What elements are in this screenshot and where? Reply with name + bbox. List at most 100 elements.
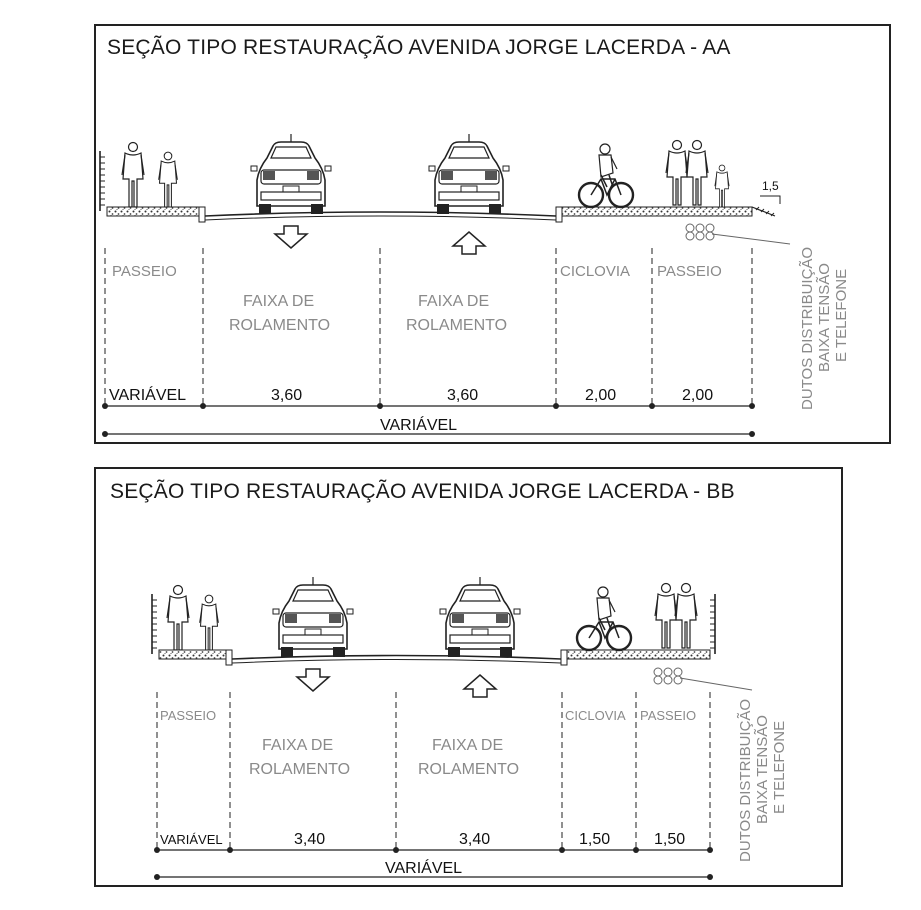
dim-passeio-left: VARIÁVEL bbox=[109, 385, 186, 404]
dimension-tick bbox=[633, 847, 639, 853]
faixa-right-label-line1: FAIXA DE bbox=[418, 293, 489, 310]
slope-indicator bbox=[760, 195, 781, 204]
dim-passeio-left: VARIÁVEL bbox=[160, 832, 223, 847]
pedestrian-icon bbox=[685, 139, 709, 206]
traffic-direction-up-icon bbox=[463, 674, 497, 698]
section-aa-title: SEÇÃO TIPO RESTAURAÇÃO AVENIDA JORGE LAC… bbox=[107, 36, 731, 59]
dim-ciclovia: 2,00 bbox=[585, 387, 616, 404]
ducts-label-line2: BAIXA TENSÃO bbox=[816, 263, 833, 372]
ducts-icon bbox=[653, 667, 683, 685]
dimension-tick bbox=[154, 847, 160, 853]
dimension-tick bbox=[200, 403, 206, 409]
ducts-annotation: DUTOS DISTRIBUIÇÃO BAIXA TENSÃO E TELEFO… bbox=[737, 699, 788, 862]
road-base bbox=[231, 659, 562, 664]
faixa-right-label-line2: ROLAMENTO bbox=[406, 317, 507, 334]
ducts-label-line2: BAIXA TENSÃO bbox=[754, 715, 771, 824]
cyclist-icon bbox=[575, 585, 633, 652]
passeio-left-label: PASSEIO bbox=[160, 708, 216, 723]
dimension-tick bbox=[749, 431, 755, 437]
dim-faixa-left: 3,40 bbox=[294, 831, 325, 848]
section-bb-drawing: DUTOS DISTRIBUIÇÃO BAIXA TENSÃO E TELEFO… bbox=[151, 576, 788, 880]
ducts-leader bbox=[711, 233, 791, 245]
sidewalk-left bbox=[106, 206, 204, 217]
section-aa-drawing: 1,5 DUTOS DISTRIBUIÇÃO BAIXA TENSÃO E TE… bbox=[99, 133, 850, 437]
ducts-label-line1: DUTOS DISTRIBUIÇÃO bbox=[799, 247, 816, 410]
road-surface bbox=[204, 211, 557, 217]
dimension-tick bbox=[749, 403, 755, 409]
faixa-left-label-line2: ROLAMENTO bbox=[229, 317, 330, 334]
dimension-tick bbox=[102, 431, 108, 437]
child-pedestrian-icon bbox=[714, 164, 730, 208]
section-bb-title: SEÇÃO TIPO RESTAURAÇÃO AVENIDA JORGE LAC… bbox=[110, 480, 735, 503]
traffic-direction-up-icon bbox=[452, 231, 486, 255]
faixa-left-label-line1: FAIXA DE bbox=[243, 293, 314, 310]
dimension-tick bbox=[707, 847, 713, 853]
pedestrian-icon bbox=[665, 139, 689, 206]
ducts-label-line1: DUTOS DISTRIBUIÇÃO bbox=[737, 699, 754, 862]
dimension-tick bbox=[559, 847, 565, 853]
ducts-annotation: DUTOS DISTRIBUIÇÃO BAIXA TENSÃO E TELEFO… bbox=[799, 247, 850, 410]
faixa-right-label-line2: ROLAMENTO bbox=[418, 761, 519, 778]
scale-ruler-icon bbox=[151, 593, 158, 655]
dimension-tick bbox=[707, 874, 713, 880]
pedestrian-icon bbox=[674, 582, 698, 649]
passeio-right-label: PASSEIO bbox=[657, 263, 722, 280]
passeio-left-label: PASSEIO bbox=[112, 263, 177, 280]
scale-ruler-icon bbox=[709, 593, 716, 655]
sidewalk-right bbox=[566, 649, 711, 660]
scale-ruler-icon bbox=[99, 150, 106, 212]
dim-faixa-right: 3,40 bbox=[459, 831, 490, 848]
dimension-tick bbox=[154, 874, 160, 880]
dimension-tick bbox=[102, 403, 108, 409]
passeio-right-label: PASSEIO bbox=[640, 708, 696, 723]
pedestrian-icon bbox=[654, 582, 678, 649]
road-base bbox=[204, 215, 557, 221]
dim-ciclovia: 1,50 bbox=[579, 831, 610, 848]
cyclist-icon bbox=[577, 142, 635, 209]
sidewalk-right bbox=[561, 206, 753, 217]
dim-passeio-right: 2,00 bbox=[682, 387, 713, 404]
dim-total: VARIÁVEL bbox=[385, 858, 462, 877]
dim-faixa-left: 3,60 bbox=[271, 387, 302, 404]
pedestrian-icon bbox=[158, 151, 178, 208]
dim-passeio-right: 1,50 bbox=[654, 831, 685, 848]
ducts-icon bbox=[685, 223, 715, 241]
faixa-right-label-line1: FAIXA DE bbox=[432, 737, 503, 754]
pedestrian-icon bbox=[121, 141, 145, 208]
dimension-tick bbox=[377, 403, 383, 409]
car-icon bbox=[439, 576, 521, 658]
car-icon bbox=[428, 133, 510, 215]
section-aa-frame bbox=[94, 24, 891, 444]
slope-line bbox=[751, 206, 776, 217]
slope-hatch bbox=[755, 206, 775, 217]
dimension-tick bbox=[393, 847, 399, 853]
ducts-label-line3: E TELEFONE bbox=[771, 721, 788, 814]
traffic-direction-down-icon bbox=[296, 668, 330, 692]
pedestrian-icon bbox=[199, 594, 219, 651]
dimension-tick bbox=[649, 403, 655, 409]
road-surface bbox=[231, 654, 562, 660]
curb-left bbox=[225, 649, 233, 666]
dim-total: VARIÁVEL bbox=[380, 415, 457, 434]
faixa-left-label-line1: FAIXA DE bbox=[262, 737, 333, 754]
dimension-tick bbox=[227, 847, 233, 853]
ducts-label-line3: E TELEFONE bbox=[833, 269, 850, 362]
ciclovia-label: CICLOVIA bbox=[565, 708, 626, 723]
car-icon bbox=[250, 133, 332, 215]
dim-faixa-right: 3,60 bbox=[447, 387, 478, 404]
dimension-tick bbox=[553, 403, 559, 409]
curb-left bbox=[198, 206, 206, 223]
curb-right bbox=[555, 206, 563, 223]
curb-right bbox=[560, 649, 568, 666]
ducts-leader bbox=[679, 677, 753, 691]
faixa-left-label-line2: ROLAMENTO bbox=[249, 761, 350, 778]
traffic-direction-down-icon bbox=[274, 225, 308, 249]
car-icon bbox=[272, 576, 354, 658]
pedestrian-icon bbox=[166, 584, 190, 651]
section-bb-frame bbox=[94, 467, 843, 887]
slope-label: 1,5 bbox=[762, 179, 779, 193]
sidewalk-left bbox=[158, 649, 228, 660]
ciclovia-label: CICLOVIA bbox=[560, 263, 630, 280]
